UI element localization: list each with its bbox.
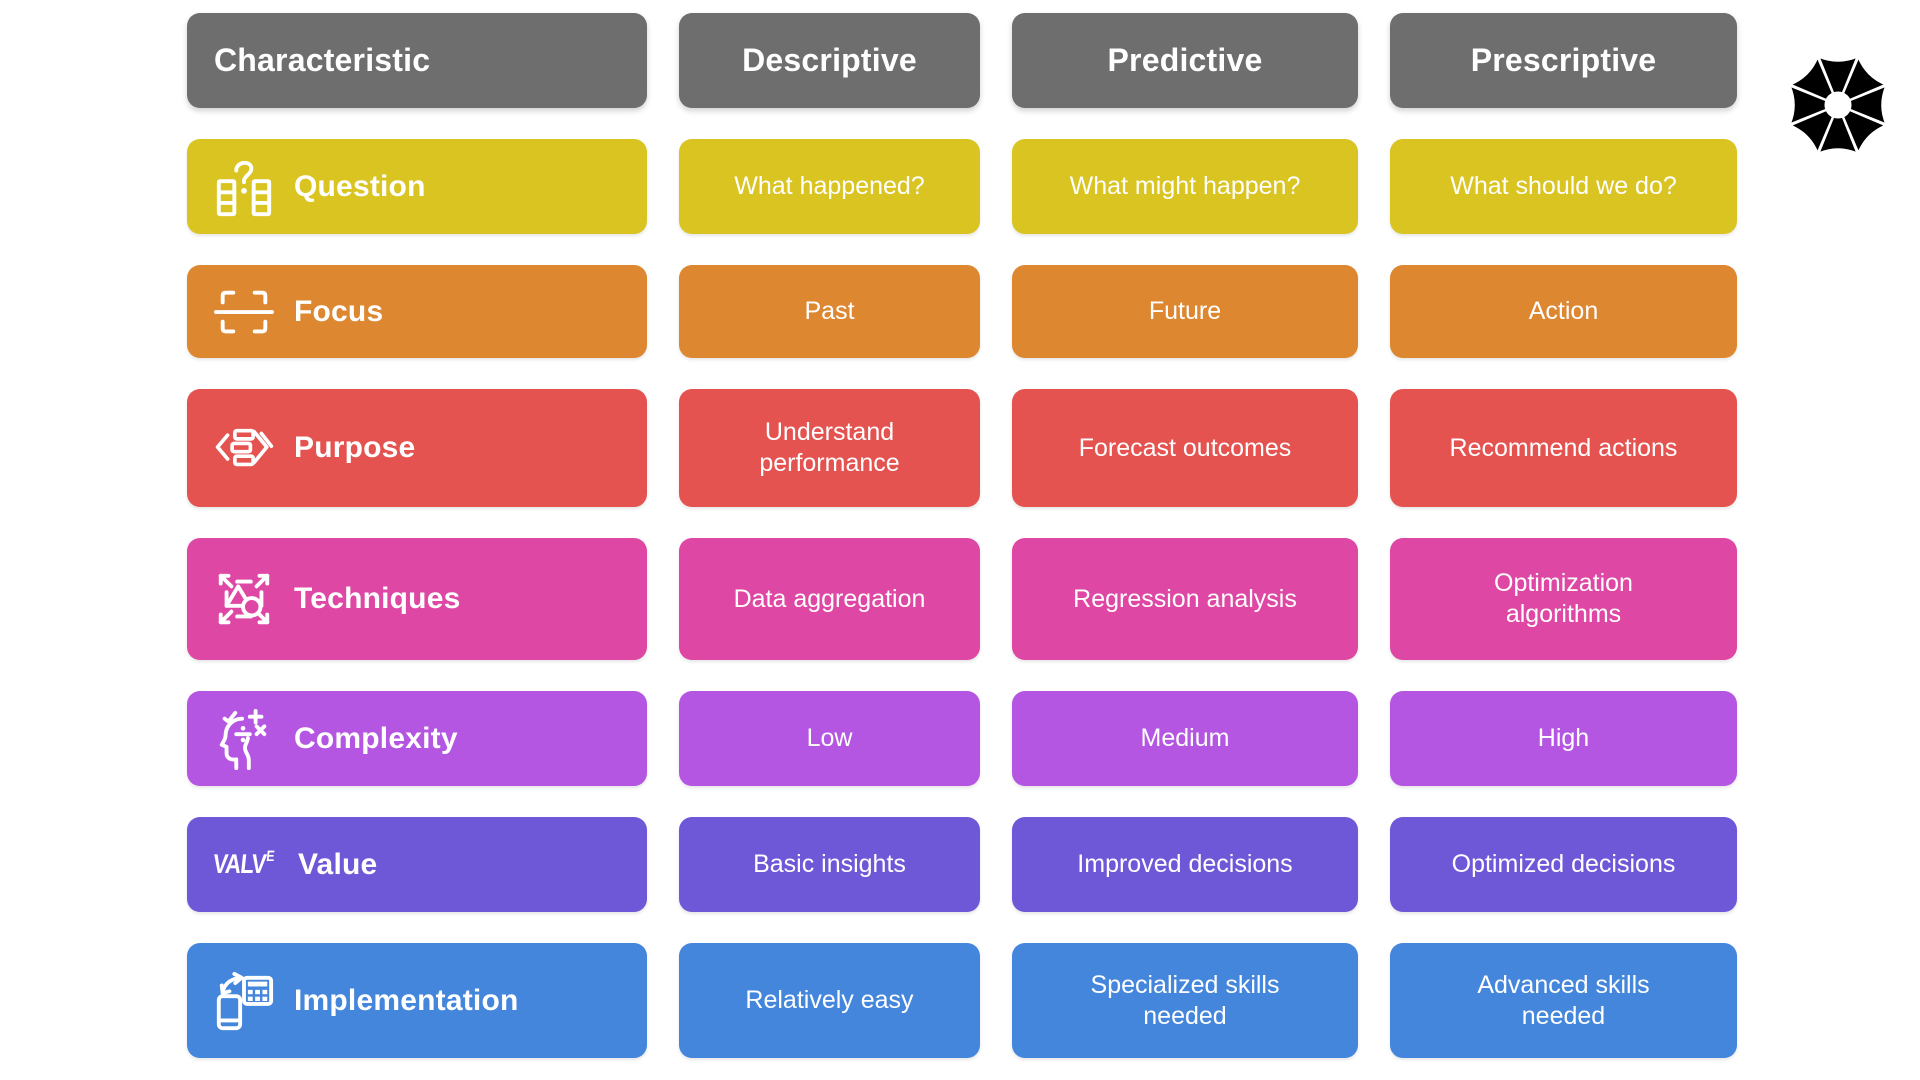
row-label-text: Focus	[294, 294, 384, 328]
phone-calculator-sync-icon	[213, 970, 275, 1032]
head-math-icon	[213, 708, 275, 770]
cell-complexity-predictive: Medium	[1012, 691, 1358, 786]
row-label-complexity: Complexity	[187, 691, 647, 786]
question-columns-icon	[213, 156, 275, 218]
header-cell-prescriptive: Prescriptive	[1390, 13, 1737, 108]
row-label-focus: Focus	[187, 265, 647, 358]
row-label-text: Purpose	[294, 431, 416, 465]
focus-scan-icon	[213, 281, 275, 343]
cell-focus-prescriptive: Action	[1390, 265, 1737, 358]
row-label-text: Implementation	[294, 983, 519, 1017]
header-cell-descriptive: Descriptive	[679, 13, 980, 108]
row-label-value: VALVE Value	[187, 817, 647, 912]
cell-focus-predictive: Future	[1012, 265, 1358, 358]
shapes-expand-icon	[213, 568, 275, 630]
row-label-implementation: Implementation	[187, 943, 647, 1058]
row-label-purpose: Purpose	[187, 389, 647, 507]
row-label-text: Complexity	[294, 721, 458, 755]
cell-complexity-descriptive: Low	[679, 691, 980, 786]
cell-purpose-prescriptive: Recommend actions	[1390, 389, 1737, 507]
cell-question-descriptive: What happened?	[679, 139, 980, 234]
cell-question-predictive: What might happen?	[1012, 139, 1358, 234]
cell-implementation-descriptive: Relatively easy	[679, 943, 980, 1058]
cell-focus-descriptive: Past	[679, 265, 980, 358]
row-label-text: Question	[294, 169, 426, 203]
cell-purpose-predictive: Forecast outcomes	[1012, 389, 1358, 507]
valve-wordmark-icon: VALVE	[211, 847, 275, 879]
cell-implementation-predictive: Specialized skills needed	[1012, 943, 1358, 1058]
analytics-comparison-table: Characteristic Descriptive Predictive Pr…	[187, 13, 1737, 1058]
cell-techniques-predictive: Regression analysis	[1012, 538, 1358, 660]
cell-question-prescriptive: What should we do?	[1390, 139, 1737, 234]
cell-value-descriptive: Basic insights	[679, 817, 980, 912]
cell-implementation-prescriptive: Advanced skills needed	[1390, 943, 1737, 1058]
row-label-text: Value	[298, 847, 378, 881]
row-label-question: Question	[187, 139, 647, 234]
row-label-text: Techniques	[294, 582, 461, 616]
cell-complexity-prescriptive: High	[1390, 691, 1737, 786]
header-cell-characteristic: Characteristic	[187, 13, 647, 108]
header-cell-predictive: Predictive	[1012, 13, 1358, 108]
exchange-arrows-icon	[213, 417, 275, 479]
cell-techniques-descriptive: Data aggregation	[679, 538, 980, 660]
cell-value-predictive: Improved decisions	[1012, 817, 1358, 912]
cell-purpose-descriptive: Understand performance	[679, 389, 980, 507]
cell-techniques-prescriptive: Optimization algorithms	[1390, 538, 1737, 660]
cell-value-prescriptive: Optimized decisions	[1390, 817, 1737, 912]
row-label-techniques: Techniques	[187, 538, 647, 660]
aperture-umbrella-logo	[1782, 49, 1894, 161]
